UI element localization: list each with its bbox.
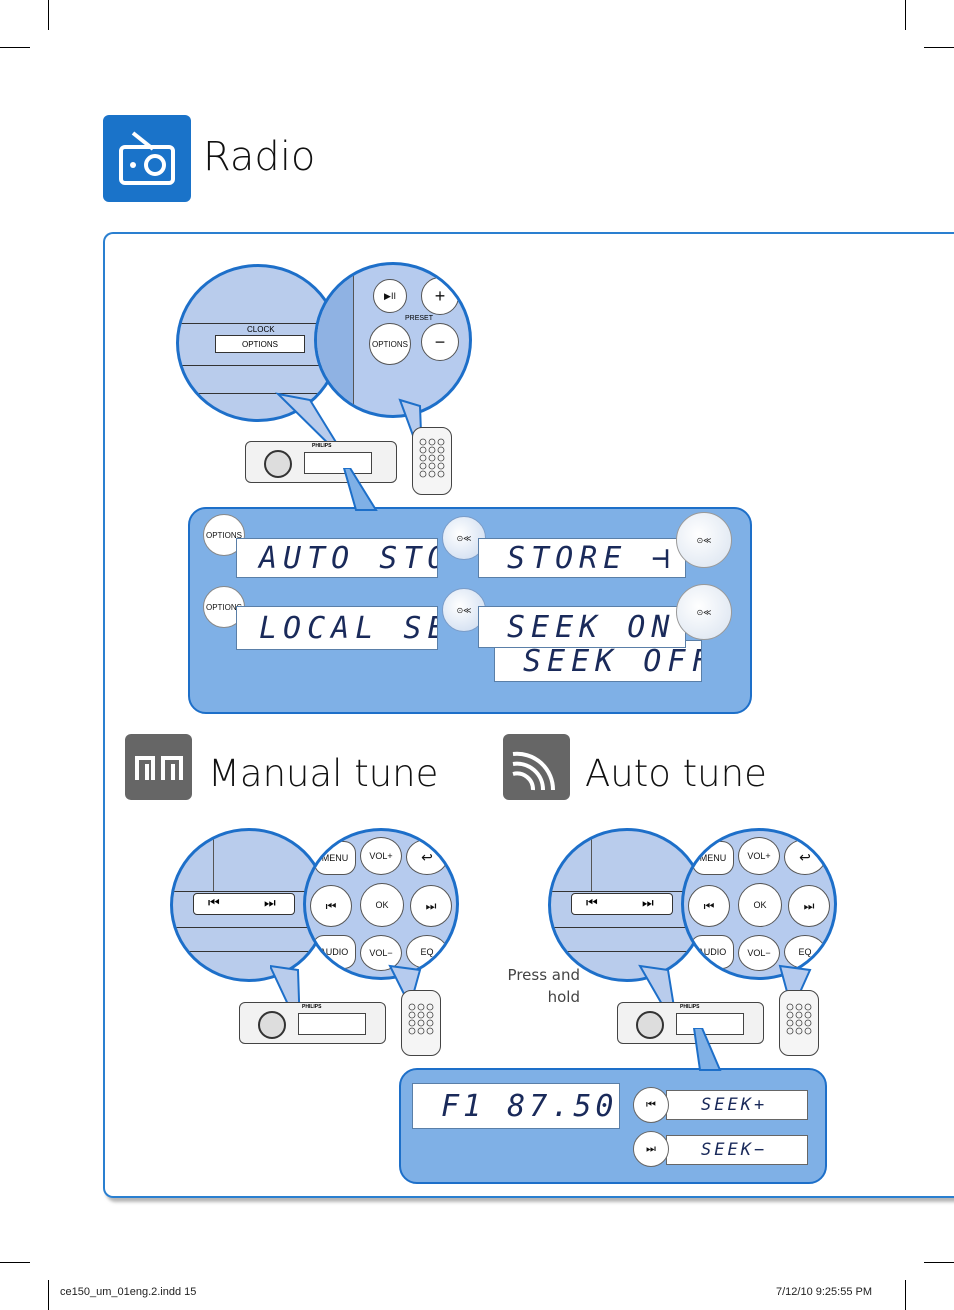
eq-button[interactable]: EQ: [784, 935, 826, 969]
vol-plus-button[interactable]: VOL+: [360, 837, 402, 875]
lcd-store: STORE ⊣: [478, 538, 686, 578]
vol-minus-button[interactable]: VOL−: [360, 935, 402, 971]
prev-icon[interactable]: ⏮: [586, 895, 598, 910]
signal-waves-icon: [503, 734, 570, 800]
prev-tune-button[interactable]: ⏮: [633, 1087, 669, 1123]
remote-control-manual: [401, 990, 441, 1056]
crop-mark: [924, 47, 954, 48]
next-button[interactable]: ⏭: [788, 885, 830, 927]
lcd-seek-on: SEEK ON: [478, 606, 686, 648]
footer-file: ce150_um_01eng.2.indd 15: [60, 1286, 197, 1298]
prev-button[interactable]: ⏮: [688, 885, 730, 927]
remote-control-auto: [779, 990, 819, 1056]
preset-plus-button[interactable]: +: [421, 277, 459, 315]
press-hold-caption: Press and hold: [490, 964, 580, 1008]
brand-logo: PHILIPS: [680, 1004, 700, 1010]
eq-button[interactable]: EQ: [406, 935, 448, 969]
caption-line-2: hold: [547, 988, 580, 1006]
next-tune-button[interactable]: ⏭: [633, 1131, 669, 1167]
options-button-remote[interactable]: OPTIONS: [369, 323, 411, 365]
head-unit-manual: PHILIPS: [239, 1002, 386, 1044]
crop-mark: [0, 47, 30, 48]
caption-line-1: Press and: [507, 966, 580, 984]
crop-mark: [48, 1280, 49, 1310]
select-knob-side-row2[interactable]: ⊙≪: [676, 584, 732, 640]
callout-pointer-tune: [692, 1028, 722, 1071]
audio-button[interactable]: AUDIO: [690, 935, 734, 969]
prev-button[interactable]: ⏮: [310, 885, 352, 927]
options-button[interactable]: OPTIONS: [215, 335, 305, 353]
auto-tune-title: Auto tune: [585, 752, 767, 795]
device-prev-next-bar[interactable]: ⏮ ⏭: [193, 893, 295, 915]
content-frame: [103, 232, 954, 1198]
head-unit-device: PHILIPS: [245, 441, 397, 483]
radio-icon: [103, 115, 191, 202]
seek-plus-display: SEEK+: [666, 1090, 808, 1120]
back-button[interactable]: ↩: [784, 839, 826, 875]
footer-timestamp: 7/12/10 9:25:55 PM: [776, 1286, 873, 1298]
preset-label: PRESET: [405, 315, 434, 322]
ok-button[interactable]: OK: [738, 883, 782, 927]
next-icon[interactable]: ⏭: [642, 895, 654, 910]
device-zoom-auto: ⏮ ⏭: [548, 828, 706, 982]
brand-logo: PHILIPS: [302, 1004, 322, 1010]
callout-pointer-options: [342, 468, 378, 511]
crop-mark: [905, 1280, 906, 1310]
select-knob-side-row1[interactable]: ⊙≪: [676, 512, 732, 568]
vol-plus-button[interactable]: VOL+: [738, 837, 780, 875]
audio-button[interactable]: AUDIO: [312, 935, 356, 969]
lcd-auto-store: AUTO STO: [236, 538, 438, 578]
lcd-frequency: F1 87.50: [412, 1083, 620, 1129]
equalizer-bars-icon: [125, 734, 192, 800]
clock-label: CLOCK: [247, 325, 275, 334]
crop-mark: [48, 0, 49, 30]
play-pause-button[interactable]: ▶II: [373, 279, 407, 313]
preset-minus-button[interactable]: −: [421, 323, 459, 361]
lcd-local-seek: LOCAL SE: [236, 606, 438, 650]
ok-button[interactable]: OK: [360, 883, 404, 927]
menu-button[interactable]: MENU: [692, 841, 734, 875]
device-zoom-left: CLOCK OPTIONS F: [176, 264, 340, 422]
crop-mark: [905, 0, 906, 30]
seek-minus-display: SEEK−: [666, 1135, 808, 1165]
prev-icon[interactable]: ⏮: [208, 895, 220, 910]
menu-button[interactable]: MENU: [314, 841, 356, 875]
volume-knob-icon: [636, 1011, 664, 1039]
crop-mark: [924, 1262, 954, 1263]
manual-tune-title: Manual tune: [208, 752, 439, 795]
remote-control: [412, 427, 452, 495]
remote-zoom-top: ▶II + PRESET OPTIONS −: [314, 262, 472, 418]
brand-logo: PHILIPS: [312, 443, 332, 449]
next-icon[interactable]: ⏭: [264, 895, 276, 910]
device-zoom-manual: ⏮ ⏭: [170, 828, 328, 982]
remote-zoom-manual: MENU VOL+ ↩ ⏮ OK ⏭ AUDIO VOL− EQ: [303, 828, 459, 980]
device-prev-next-bar-auto[interactable]: ⏮ ⏭: [571, 893, 673, 915]
page-title: Radio: [203, 134, 316, 180]
head-unit-auto: PHILIPS: [617, 1002, 764, 1044]
back-button[interactable]: ↩: [406, 839, 448, 875]
next-button[interactable]: ⏭: [410, 885, 452, 927]
remote-zoom-auto: MENU VOL+ ↩ ⏮ OK ⏭ AUDIO VOL− EQ: [681, 828, 837, 980]
volume-knob-icon: [258, 1011, 286, 1039]
vol-minus-button[interactable]: VOL−: [738, 935, 780, 971]
volume-knob-icon: [264, 450, 292, 478]
crop-mark: [0, 1262, 30, 1263]
